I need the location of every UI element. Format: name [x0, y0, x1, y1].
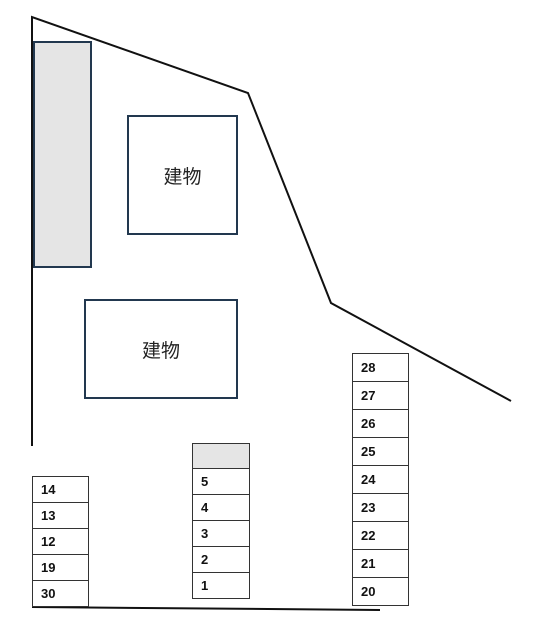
parking-stall: 5: [192, 468, 250, 495]
parking-stall: 3: [192, 520, 250, 547]
stall-column-right: 28 27 26 25 24 23 22 21 20: [352, 353, 409, 606]
parking-stall: 23: [352, 493, 409, 522]
parking-stall: 13: [32, 502, 89, 529]
boundary-upper-line: [31, 15, 512, 446]
stall-column-middle: 5 4 3 2 1: [192, 443, 250, 599]
gray-area: [33, 41, 92, 268]
parking-stall: 22: [352, 521, 409, 550]
parking-stall: 12: [32, 528, 89, 555]
parking-stall: 1: [192, 572, 250, 599]
parking-stall: 19: [32, 554, 89, 581]
parking-stall: 14: [32, 476, 89, 503]
parking-stall-blank: [192, 443, 250, 469]
building-upper: 建物: [127, 115, 238, 235]
parking-stall: 25: [352, 437, 409, 466]
parking-stall: 24: [352, 465, 409, 494]
building-label: 建物: [163, 165, 202, 188]
parking-stall: 26: [352, 409, 409, 438]
parking-stall: 30: [32, 580, 89, 607]
stall-column-left: 14 13 12 19 30: [32, 476, 89, 607]
parking-stall: 28: [352, 353, 409, 382]
parking-stall: 21: [352, 549, 409, 578]
building-lower: 建物: [84, 299, 238, 399]
parking-stall: 27: [352, 381, 409, 410]
building-label: 建物: [141, 339, 180, 362]
parking-stall: 4: [192, 494, 250, 521]
boundary-bottom-line: [31, 606, 381, 611]
parking-stall: 20: [352, 577, 409, 606]
parking-stall: 2: [192, 546, 250, 573]
